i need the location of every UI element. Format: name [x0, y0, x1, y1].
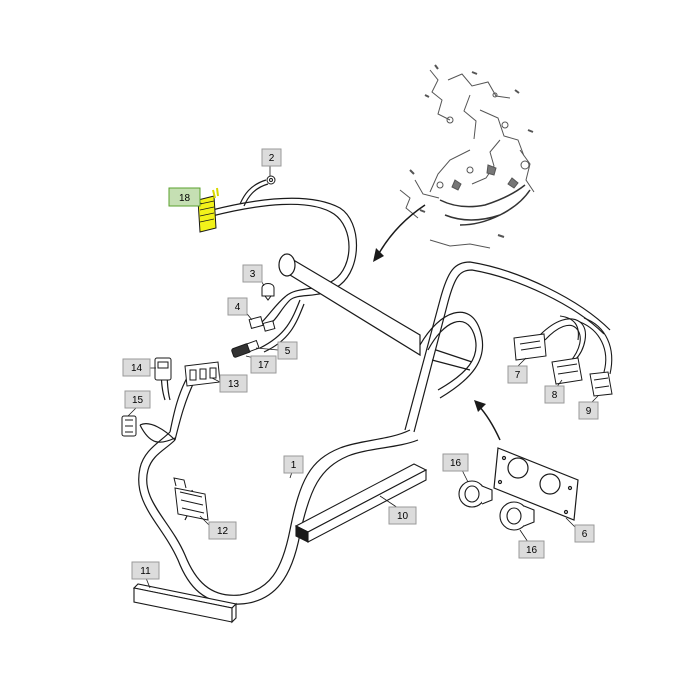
ring-terminal-2	[266, 175, 276, 185]
svg-text:1: 1	[291, 460, 297, 471]
svg-text:3: 3	[250, 269, 256, 280]
callout-3: 3	[242, 264, 263, 283]
foam-strip-10	[294, 463, 428, 543]
callout-5: 5	[277, 341, 298, 360]
svg-text:14: 14	[131, 363, 143, 374]
svg-text:15: 15	[132, 395, 144, 406]
connector-9	[589, 371, 613, 397]
callout-6: 6	[574, 524, 595, 543]
svg-text:8: 8	[552, 390, 558, 401]
svg-text:13: 13	[228, 379, 240, 390]
connector-18	[197, 187, 219, 233]
callout-17: 17	[250, 355, 277, 374]
right-wires	[539, 315, 613, 375]
callout-10: 10	[388, 506, 417, 525]
connector-13	[184, 361, 221, 387]
callout-9: 9	[578, 401, 599, 420]
svg-text:4: 4	[235, 302, 241, 313]
frame-hoop	[404, 261, 611, 433]
frame-tube	[278, 253, 421, 357]
callout-4: 4	[227, 297, 248, 316]
panel-6	[493, 447, 579, 521]
svg-text:2: 2	[269, 153, 275, 164]
clip-3	[261, 283, 275, 301]
callouts: 18 2 3 4 5 17 14 13	[122, 148, 599, 580]
panel-arrow-head	[474, 400, 486, 412]
svg-text:6: 6	[582, 529, 588, 540]
connector-12	[173, 477, 209, 521]
grommet-16-b	[499, 501, 535, 531]
svg-text:17: 17	[258, 360, 270, 371]
callout-2: 2	[261, 148, 282, 167]
connector-15	[121, 415, 137, 437]
svg-text:7: 7	[515, 370, 521, 381]
callout-12: 12	[208, 521, 237, 540]
callout-16a: 16	[442, 453, 469, 472]
svg-text:9: 9	[586, 406, 592, 417]
svg-text:11: 11	[140, 566, 151, 577]
callout-11: 11	[131, 561, 160, 580]
callout-15: 15	[124, 390, 151, 409]
callout-8: 8	[544, 385, 565, 404]
callout-13: 13	[219, 374, 248, 393]
svg-text:10: 10	[397, 511, 409, 522]
svg-text:16: 16	[526, 545, 538, 556]
svg-text:12: 12	[217, 526, 229, 537]
overview-arrow-head	[373, 248, 384, 262]
overview-arrow	[377, 204, 426, 256]
callout-7: 7	[507, 365, 528, 384]
svg-text:18: 18	[179, 193, 191, 204]
callout-1: 1	[283, 455, 304, 474]
grommet-16-a	[458, 480, 493, 508]
foam-block-11	[132, 583, 238, 624]
overview-inset	[399, 64, 535, 249]
callout-18: 18	[168, 187, 201, 207]
connector-7	[513, 333, 547, 361]
plug-17	[231, 339, 260, 358]
connector-8	[551, 357, 583, 385]
callout-14: 14	[122, 358, 151, 377]
connector-14	[154, 357, 172, 381]
svg-text:16: 16	[450, 458, 462, 469]
svg-text:5: 5	[285, 346, 291, 357]
callout-16b: 16	[518, 540, 545, 559]
connector-4	[248, 315, 276, 332]
